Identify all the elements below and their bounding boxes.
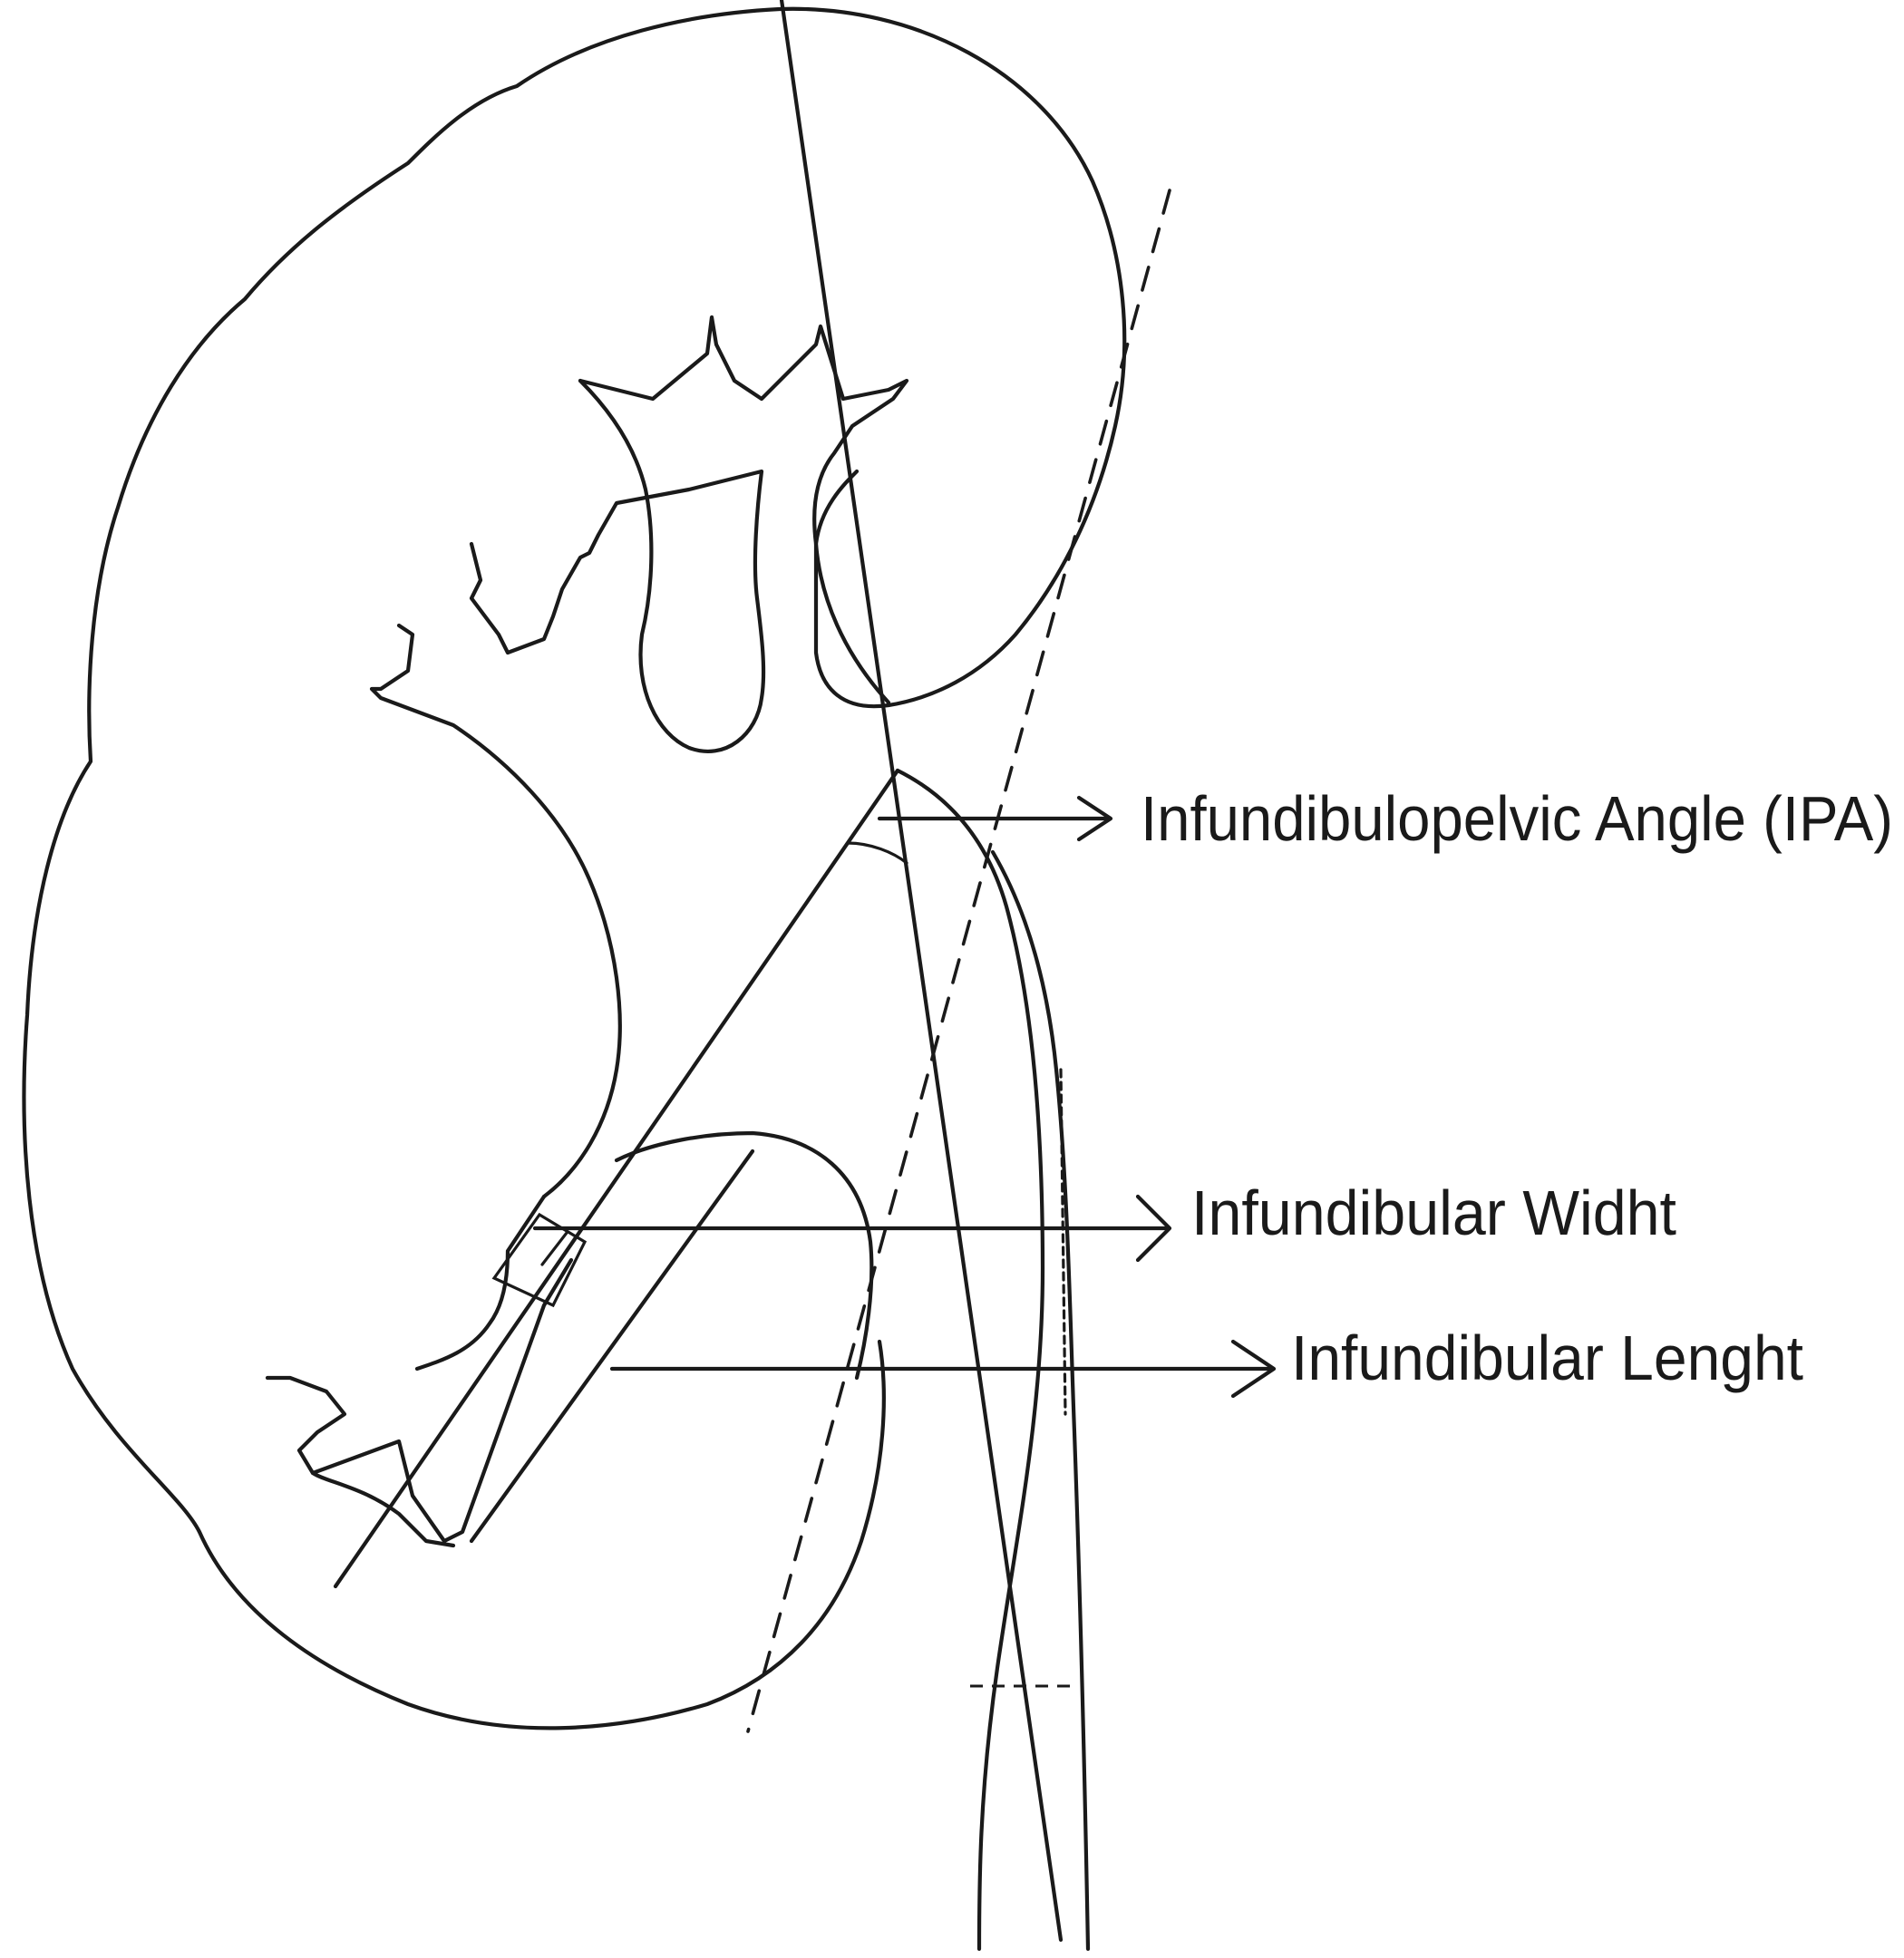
- upper-infundibulum-left: [578, 378, 766, 754]
- lower-calyx-cup-bottom: [310, 1470, 456, 1548]
- ipa-arrow: [877, 795, 1113, 842]
- pelvis-tangent-dashed-line: [746, 189, 1171, 1733]
- infundibular-width-arrow: [532, 1194, 1172, 1263]
- infundibular-width-box: [491, 1212, 588, 1308]
- label-infundibular-width: Infundibular Widht: [1191, 1178, 1676, 1248]
- lower-calyx: [265, 1257, 574, 1544]
- ureteropelvic-axis-line: [779, 0, 1064, 1943]
- label-infundibular-length: Infundibular Lenght: [1291, 1323, 1803, 1393]
- kidney-outline: [22, 6, 1127, 1730]
- label-ipa: Infundibulopelvic Angle (IPA): [1141, 783, 1893, 854]
- lower-infundibulum-upper-wall: [414, 1194, 547, 1372]
- ipa-angle-arc: [846, 841, 908, 865]
- infundibular-width-tick: [540, 1231, 568, 1266]
- lower-infundibulum-lower-wall: [469, 1149, 755, 1544]
- ureter-left-wall: [895, 768, 1045, 1952]
- renal-pelvis-lower-arc: [614, 1130, 874, 1381]
- middle-infundibulum: [369, 623, 622, 1199]
- infundibular-length-arrow: [609, 1339, 1277, 1399]
- upper-calyces: [578, 315, 909, 705]
- guide-line-a: [1059, 1068, 1067, 1416]
- middle-calyx: [469, 469, 764, 655]
- lower-infundibular-axis-line: [333, 768, 900, 1589]
- ureter-right-wall: [990, 849, 1091, 1952]
